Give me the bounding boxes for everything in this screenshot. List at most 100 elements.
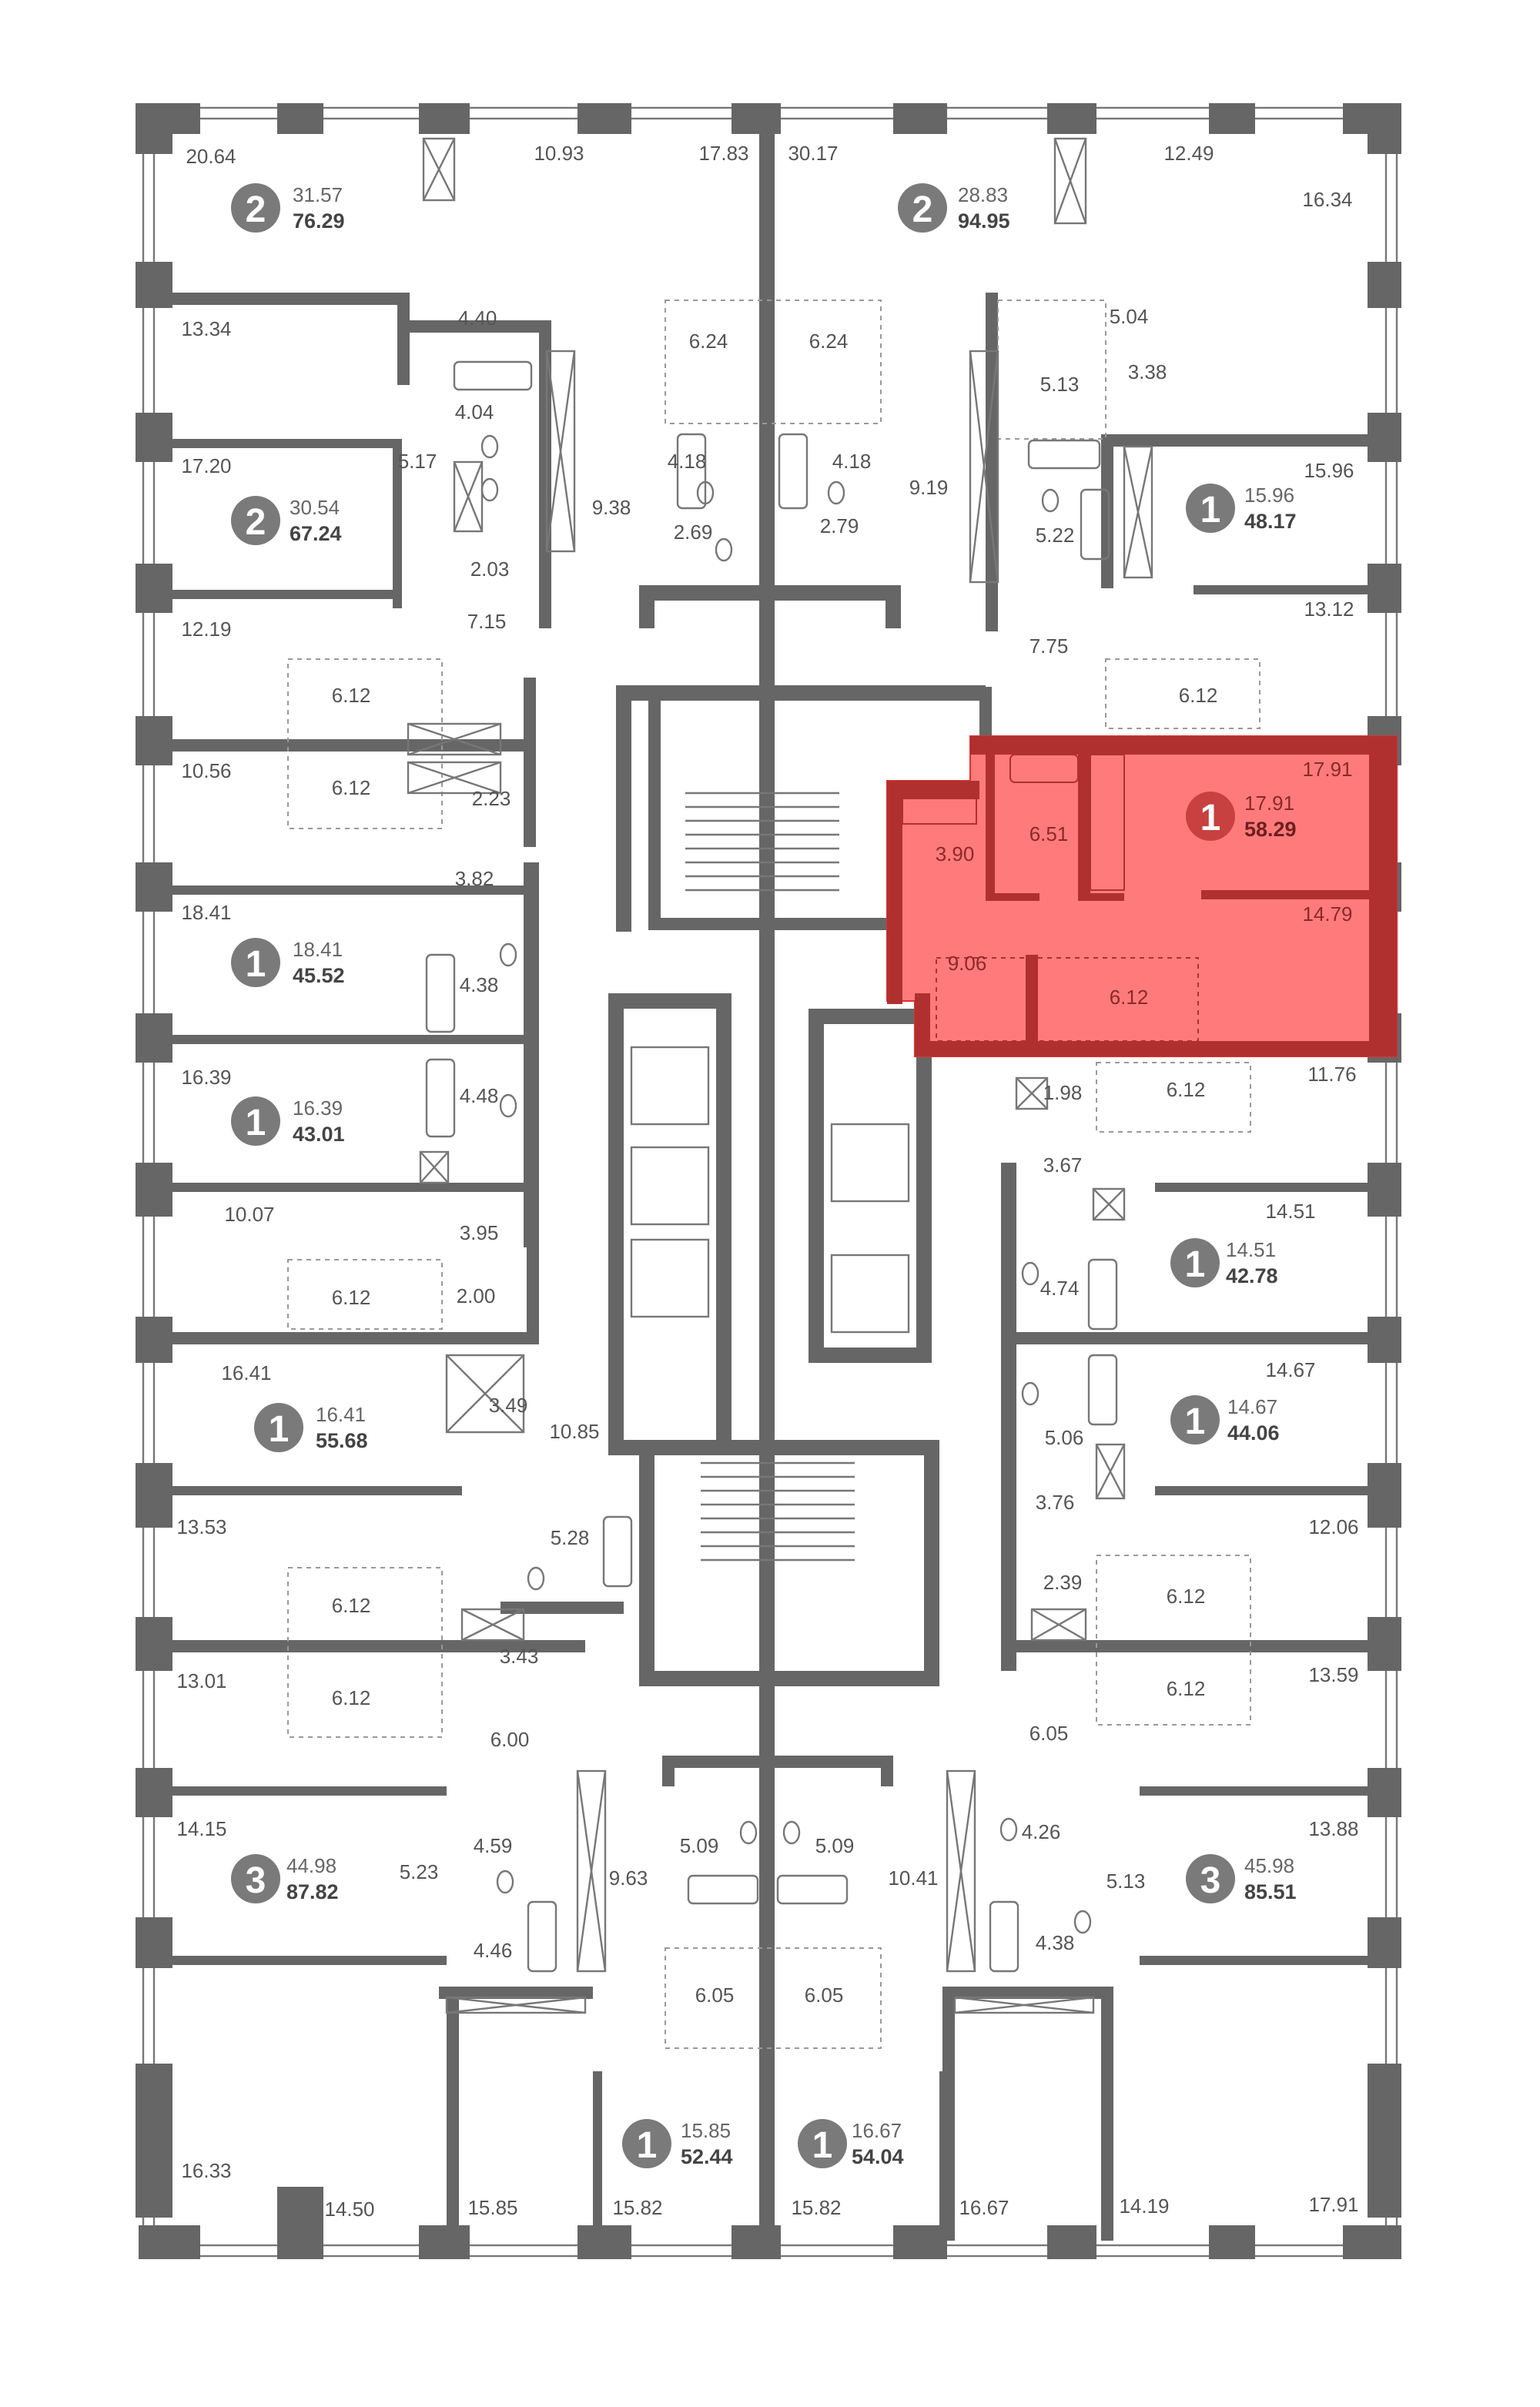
room-area-label: 10.56 [181, 759, 231, 782]
pillar [1368, 2064, 1401, 2218]
room-area-label: 10.07 [224, 1203, 274, 1226]
room-area-label: 9.63 [609, 1866, 648, 1890]
wall [154, 439, 400, 448]
shaft-box [1090, 754, 1125, 891]
room-count: 1 [1200, 490, 1221, 531]
selected-apartment-wall [887, 781, 902, 1004]
room-area-label: 14.51 [1265, 1200, 1315, 1223]
wall [154, 1786, 447, 1796]
ventilation-shaft [1053, 137, 1087, 225]
room-count-badge [1186, 484, 1235, 533]
room-count-badge [622, 2119, 671, 2168]
room-area-label: 10.93 [534, 142, 584, 165]
kitchen-zone [287, 1259, 443, 1330]
living-area: 16.39 [293, 1096, 343, 1120]
wall [1101, 1987, 1113, 2241]
wall [593, 2071, 602, 2241]
wall [154, 293, 408, 305]
room-area-label: 6.12 [332, 1286, 371, 1309]
shaft-cross [969, 350, 999, 583]
wall [397, 320, 551, 333]
room-area-label: 3.95 [460, 1221, 499, 1244]
room-area-label: 5.22 [1036, 524, 1075, 547]
room-count-badge [898, 183, 947, 233]
shaft-box [1015, 1076, 1049, 1110]
room-area-label: 15.85 [467, 2196, 517, 2219]
wall [1101, 434, 1113, 588]
room-count-badge [231, 1854, 280, 1903]
pillar [1047, 2225, 1096, 2259]
ventilation-shaft [1015, 1076, 1049, 1110]
room-area-label: 5.17 [398, 450, 437, 473]
wall [1001, 1640, 1394, 1652]
living-area: 31.57 [293, 183, 343, 206]
room-area-label: 17.91 [1302, 758, 1352, 781]
pillar [1368, 564, 1401, 613]
wall [447, 1987, 459, 2241]
living-area: 17.91 [1244, 792, 1294, 815]
wall [154, 885, 524, 895]
room-count: 1 [246, 944, 266, 985]
wall [1001, 1332, 1371, 1344]
shaft-box [1123, 445, 1153, 579]
room-area-label: 3.38 [1128, 360, 1167, 383]
room-area-label: 5.04 [1110, 305, 1149, 328]
bathtub-icon [425, 1058, 456, 1138]
pillar [578, 2225, 631, 2259]
room-area-label: 16.34 [1302, 188, 1352, 211]
room-count: 3 [1200, 1860, 1221, 1901]
wall [886, 601, 901, 628]
room-area-label: 5.06 [1045, 1426, 1084, 1449]
ventilation-shaft [946, 1769, 976, 1973]
room-count-badge [231, 496, 280, 545]
toilet-icon [499, 1093, 517, 1118]
shaft-cross [1123, 446, 1153, 578]
room-area-label: 6.12 [332, 684, 371, 707]
room-area-label: 3.90 [936, 842, 975, 865]
shaft-box [545, 350, 576, 553]
living-area: 16.41 [316, 1403, 366, 1426]
selected-apartment-wall [915, 993, 930, 1056]
toilet-icon [827, 480, 845, 505]
room-area-label: 4.26 [1022, 1820, 1061, 1843]
ventilation-shaft [969, 350, 999, 584]
bathtub-icon [687, 1874, 759, 1905]
total-area: 48.17 [1244, 510, 1297, 533]
pillar [1368, 1317, 1401, 1363]
shaft-cross [1053, 138, 1087, 224]
wall [500, 1602, 624, 1614]
pillar [136, 103, 172, 154]
room-count-badge [231, 183, 280, 233]
bathtub-icon [1009, 754, 1079, 783]
room-area-label: 2.23 [472, 787, 511, 810]
room-area-label: 5.13 [1106, 1870, 1146, 1893]
wall [154, 1640, 585, 1652]
total-area: 85.51 [1244, 1880, 1297, 1903]
bathtub-icon [1087, 1354, 1118, 1426]
room-area-label: 3.49 [489, 1394, 528, 1417]
room-area-label: 20.64 [186, 145, 236, 168]
pillar [419, 103, 470, 134]
wall [154, 1956, 447, 1965]
shaft-box [1095, 1443, 1126, 1500]
shaft-cross [407, 761, 501, 795]
pillar [277, 103, 323, 134]
toilet-icon [1021, 1261, 1040, 1286]
total-area: 52.44 [681, 2145, 733, 2168]
core-wall [616, 685, 631, 932]
room-area-label: 9.06 [948, 952, 987, 975]
ventilation-shaft [407, 722, 502, 756]
room-area-label: 12.49 [1163, 142, 1214, 165]
bathtub-icon [989, 1900, 1019, 1973]
room-area-label: 4.74 [1040, 1277, 1080, 1300]
room-area-label: 11.76 [1307, 1063, 1356, 1086]
ventilation-shaft [953, 1996, 1095, 2014]
bathtub-icon [527, 1900, 557, 1973]
room-area-label: 3.82 [455, 867, 494, 890]
